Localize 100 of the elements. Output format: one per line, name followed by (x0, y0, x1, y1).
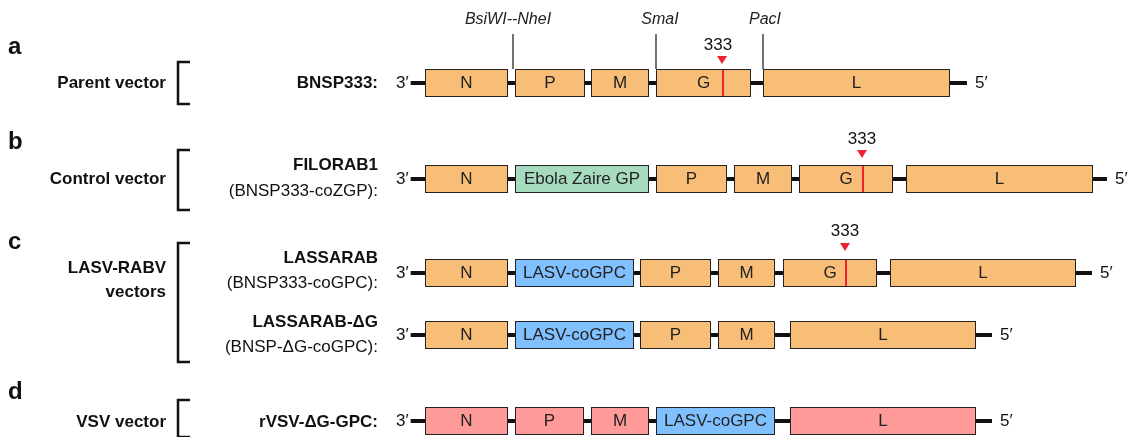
backbone-line (751, 81, 763, 85)
gene-name: G (823, 263, 837, 283)
backbone-line (775, 333, 790, 337)
gene-name: L (978, 263, 988, 283)
gene-name: LASV-coGPC (664, 411, 767, 431)
backbone-line (893, 177, 906, 181)
strand-end-label: 5′ (975, 72, 988, 94)
restriction-site-label: PacI (740, 10, 790, 28)
panel-letter: a (8, 33, 22, 59)
gene-box (640, 259, 711, 287)
vector-name: BNSP333: (296, 72, 378, 93)
backbone-line (775, 419, 790, 423)
gene-box (591, 407, 649, 435)
backbone-line (877, 271, 890, 275)
strand-end-label: 5′ (1100, 262, 1113, 284)
backbone-line (649, 81, 656, 85)
gene-box (515, 69, 585, 97)
gene-name: N (460, 411, 473, 431)
restriction-site-label: BsiWI--NheI (453, 10, 563, 28)
backbone-line (410, 177, 425, 181)
backbone-line (508, 271, 515, 275)
backbone-line (584, 419, 591, 423)
vector-name: LASSARAB-ΔG (252, 311, 378, 332)
strand-end-label: 3′ (396, 168, 409, 190)
panel-letter: d (8, 378, 23, 404)
strand-end-label: 3′ (396, 410, 409, 432)
gene-name: P (685, 169, 698, 189)
backbone-line (775, 271, 783, 275)
gene-name: P (544, 73, 556, 93)
gene-name: LASV-coGPC (523, 325, 626, 345)
gene-box (783, 259, 877, 287)
leader-line (762, 33, 764, 70)
gene-box (906, 165, 1093, 193)
gene-name: N (460, 325, 473, 345)
gene-name: N (460, 263, 473, 283)
gene-name: L (994, 169, 1005, 189)
gene-box (790, 407, 976, 435)
gene-name: L (878, 411, 888, 431)
backbone-line (727, 177, 734, 181)
vector-name: Control vector (49, 168, 166, 189)
restriction-site-label: SmaI (635, 10, 685, 28)
vector-name: rVSV-ΔG-GPC: (259, 411, 378, 432)
gene-name: G (696, 73, 711, 93)
backbone-line (711, 271, 718, 275)
gene-name: G (839, 169, 853, 189)
strand-end-label: 5′ (1115, 168, 1128, 190)
backbone-line (410, 419, 425, 423)
gene-name: LASV-coGPC (523, 263, 626, 283)
gene-name: P (669, 325, 682, 345)
gene-box (425, 165, 508, 193)
backbone-line (649, 419, 656, 423)
backbone-line (976, 419, 992, 423)
panel-letter: c (8, 228, 22, 254)
vector-name: FILORAB1 (293, 154, 378, 175)
gene-name: P (543, 411, 556, 431)
backbone-line (1076, 271, 1092, 275)
vector-name: Parent vector (57, 72, 166, 93)
construct-name: (BNSP333-coZGP): (228, 180, 378, 201)
gene-name: M (739, 325, 754, 345)
gene-box (763, 69, 950, 97)
gene-name: Ebola Zaire GP (523, 169, 641, 189)
gene-name: M (612, 73, 628, 93)
backbone-line (1093, 177, 1107, 181)
gene-name: M (612, 411, 628, 431)
gene-box (718, 259, 775, 287)
panel-letter: b (8, 128, 23, 154)
backbone-line (950, 81, 967, 85)
gene-name: M (739, 263, 754, 283)
gene-name: M (755, 169, 771, 189)
strand-end-label: 3′ (396, 72, 409, 94)
gene-name: L (851, 73, 862, 93)
gene-box (425, 69, 508, 97)
gene-box (591, 69, 649, 97)
strand-end-label: 5′ (1000, 324, 1013, 346)
leader-line (655, 33, 657, 70)
gene-box (640, 321, 711, 349)
backbone-line (976, 333, 992, 337)
gene-box (425, 407, 508, 435)
gene-box (425, 321, 508, 349)
strand-end-label: 5′ (1000, 410, 1013, 432)
backbone-line (634, 333, 640, 337)
gene-name: N (460, 73, 473, 93)
gene-box (656, 165, 727, 193)
gene-box (718, 321, 775, 349)
backbone-line (585, 81, 591, 85)
strand-end-label: 3′ (396, 262, 409, 284)
vector-name: VSV vector (76, 411, 166, 432)
backbone-line (649, 177, 656, 181)
gene-box (890, 259, 1076, 287)
backbone-line (508, 419, 515, 423)
gene-box (515, 165, 649, 193)
gene-box (799, 165, 893, 193)
gene-box (790, 321, 976, 349)
backbone-line (410, 333, 425, 337)
backbone-line (410, 81, 425, 85)
strand-end-label: 3′ (396, 324, 409, 346)
backbone-line (508, 177, 515, 181)
gene-name: L (878, 325, 888, 345)
backbone-line (508, 81, 515, 85)
backbone-line (711, 333, 718, 337)
